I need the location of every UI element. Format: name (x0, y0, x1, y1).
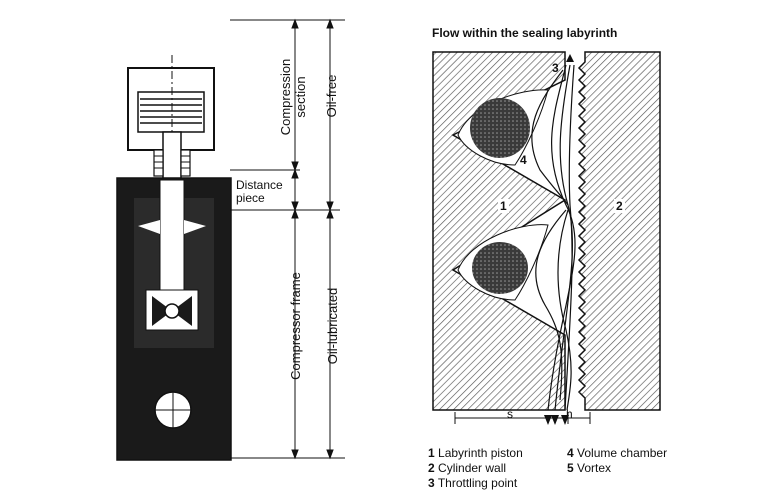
volume-chamber-lower (457, 224, 549, 301)
label-compressor-frame: Compressor frame (288, 272, 303, 380)
label-number-4: 4 (520, 153, 527, 167)
label-oil-free: Oil-free (324, 74, 339, 118)
vortex-upper (470, 98, 530, 158)
label-number-1: 1 (498, 199, 509, 213)
cylinder-wall (577, 51, 661, 411)
dimension-h: h (566, 407, 573, 421)
legend-item: 1 Labyrinth piston (428, 446, 523, 460)
dimension-lines (230, 18, 345, 460)
dimension-s: s (507, 407, 513, 421)
compressor-frame (116, 177, 232, 461)
compression-cylinder (127, 67, 215, 151)
diagram-title: Flow within the sealing labyrinth (432, 26, 618, 40)
flow-lines (531, 64, 576, 411)
volume-chamber-upper (457, 89, 549, 166)
vortex-lower (472, 242, 528, 294)
gap-dimensions (454, 412, 591, 424)
label-number-2: 2 (614, 199, 625, 213)
label-compression-section: Compression section (278, 58, 308, 136)
legend-item: 4 Volume chamber (567, 446, 668, 460)
legend-item: 5 Vortex (567, 461, 612, 475)
legend-item: 3 Throttling point (428, 476, 518, 490)
label-distance-piece: Distance piece (236, 178, 283, 205)
label-oil-lubricated: Oil-lubricated (325, 287, 340, 365)
legend-item: 2 Cylinder wall (428, 461, 507, 475)
label-number-3: 3 (552, 61, 559, 75)
